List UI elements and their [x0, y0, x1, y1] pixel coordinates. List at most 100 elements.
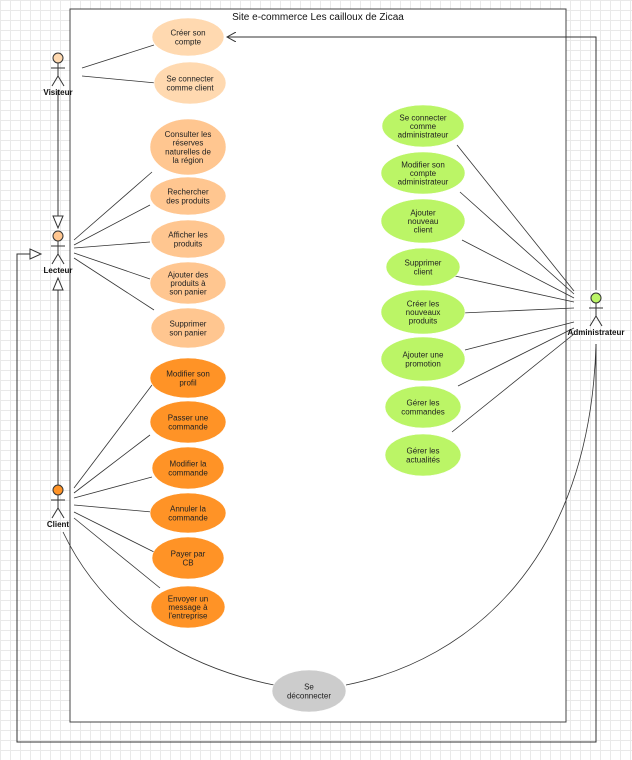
use-case-label: Supprimer — [405, 259, 442, 268]
system-boundary — [69, 8, 567, 723]
use-case-label: son panier — [169, 288, 207, 297]
use-case-label: l'entreprise — [169, 612, 208, 621]
use-case-ellipse — [385, 247, 461, 287]
use-case-ellipse — [151, 536, 225, 580]
use-case-label: produits à — [170, 279, 206, 288]
use-case-label: promotion — [405, 359, 441, 368]
actor-visiteur: Visiteur — [43, 52, 73, 97]
use-case-label: commande — [168, 513, 208, 522]
use-case-label: Ajouter — [410, 208, 436, 217]
use-case-label: administrateur — [398, 131, 449, 140]
use-case-label: client — [414, 267, 433, 276]
generalization-arrow-admin-lecteur — [29, 248, 43, 260]
actor-visiteur-label: Visiteur — [43, 88, 72, 97]
use-case-ellipse — [149, 261, 227, 305]
use-case-ellipse — [151, 446, 225, 490]
actor-lecteur-label: Lecteur — [44, 266, 73, 275]
use-case-label: Modifier son — [401, 160, 445, 169]
use-case-label: produits — [409, 317, 437, 326]
use-case-label: la région — [173, 156, 204, 165]
use-case-label: commande — [168, 468, 208, 477]
use-case-ellipse — [150, 585, 226, 629]
use-case-label: Ajouter des — [168, 270, 208, 279]
use-case-label: Annuler la — [170, 505, 207, 514]
use-case-ellipse — [151, 17, 225, 57]
use-case-label: message à — [168, 603, 208, 612]
use-case-label: nouveau — [408, 217, 439, 226]
use-case-label: Créer les — [407, 299, 439, 308]
use-case-label: Envoyer un — [168, 594, 208, 603]
use-case-label: Se connecter — [166, 75, 213, 84]
use-case-label: Gérer les — [407, 447, 440, 456]
use-case-label: CB — [182, 558, 193, 567]
use-case-ellipse — [149, 357, 227, 399]
use-case-ellipse — [380, 289, 466, 335]
association-links — [62, 44, 597, 686]
use-case-label: son panier — [169, 328, 207, 337]
use-case-label: naturelles de — [165, 147, 211, 156]
actor-administrateur-label: Administrateur — [568, 328, 625, 337]
generalization-arrow-visiteur-lecteur — [52, 215, 64, 230]
use-case-label: commandes — [401, 407, 445, 416]
use-case-ellipse — [153, 61, 227, 105]
use-case-label: comme client — [166, 83, 214, 92]
use-case-label: réserves — [173, 139, 204, 148]
use-case-ellipse — [149, 492, 227, 534]
use-case-ellipse — [380, 198, 466, 244]
use-case-ellipse — [271, 669, 347, 713]
use-case-label: Modifier la — [170, 460, 207, 469]
use-case-label: Consulter les — [165, 130, 212, 139]
use-case-ellipse — [149, 176, 227, 216]
use-case-label: Afficher les — [168, 231, 207, 240]
use-case-label: compte — [410, 169, 437, 178]
use-case-label: déconnecter — [287, 691, 331, 700]
system-title: Site e-commerce Les cailloux de Zicaa — [232, 12, 404, 23]
use-case-ellipse — [384, 385, 462, 429]
use-case-ellipse — [150, 307, 226, 349]
actor-client: Client — [47, 484, 69, 529]
use-case-label: produits — [174, 239, 202, 248]
use-case-label: compte — [175, 37, 202, 46]
use-case-label: comme — [410, 122, 437, 131]
use-case-label: Se — [304, 683, 314, 692]
use-case-label: Supprimer — [170, 320, 207, 329]
generalization-arrow-client-lecteur — [52, 276, 64, 291]
use-case-label: Ajouter une — [403, 351, 444, 360]
use-case-label: Rechercher — [167, 188, 209, 197]
use-case-ellipse — [380, 336, 466, 382]
actor-lecteur: Lecteur — [44, 230, 73, 275]
use-case-ellipse — [150, 219, 226, 259]
use-case-ellipse — [381, 104, 465, 148]
use-case-label: profil — [179, 378, 197, 387]
use-case-label: client — [414, 226, 433, 235]
use-case-ellipse — [384, 433, 462, 477]
use-case-label: Passer une — [168, 414, 209, 423]
use-case-label: actualités — [406, 455, 440, 464]
use-case-label: Créer son — [170, 29, 205, 38]
use-case-label: Se connecter — [399, 113, 446, 122]
actor-administrateur: Administrateur — [568, 292, 625, 337]
use-case-label: des produits — [166, 196, 210, 205]
